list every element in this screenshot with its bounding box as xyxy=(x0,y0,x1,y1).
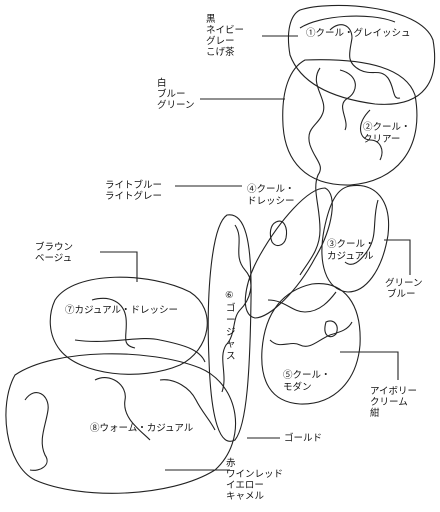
inner-line-6 xyxy=(344,199,379,265)
annotation-ivory-1: アイボリー xyxy=(370,386,417,397)
inner-line-11 xyxy=(74,338,206,363)
region-5-label-line2: モダン xyxy=(283,381,312,393)
annotation-gold: ゴールド xyxy=(284,432,322,444)
region-1-outline xyxy=(287,4,436,105)
inner-line-13 xyxy=(94,377,151,441)
region-6-label-1: ⑥ xyxy=(225,290,234,301)
region-3-label-line2: カジュアル xyxy=(327,251,374,262)
region-7-label: ⑦カジュアル・ドレッシー xyxy=(65,305,178,316)
inner-line-1 xyxy=(329,24,401,99)
region-6-label-2: ゴ xyxy=(226,302,236,314)
region-5-outline xyxy=(261,283,361,405)
leader-green-blue xyxy=(384,239,411,275)
leader-brown-group xyxy=(100,251,138,282)
annotation-white-2: ブルー xyxy=(157,88,186,100)
annotation-light-1: ライトブルー xyxy=(105,179,162,191)
annotation-brown-2: ベージュ xyxy=(35,253,72,264)
inner-line-8 xyxy=(269,321,353,347)
annotation-top-left-2: ネイビー xyxy=(206,25,244,36)
inner-line-9 xyxy=(221,224,252,393)
annotation-red-1: 赤 xyxy=(226,458,236,469)
annotation-top-left-3: グレー xyxy=(206,35,235,47)
inner-line-12 xyxy=(24,392,49,471)
region-2-label-line1: ②クール・ xyxy=(363,122,411,133)
region-3-outline xyxy=(321,184,390,293)
region-5-label-line1: ⑤クール・ xyxy=(283,370,331,381)
region-2-label-line2: クリアー xyxy=(363,134,400,145)
annotation-green-blue-1: グリーン xyxy=(385,277,423,289)
region-7-outline xyxy=(49,276,208,375)
region-1-label: ①クール・グレイッシュ xyxy=(306,27,411,39)
region-4-label-line2: ドレッシー xyxy=(247,196,295,207)
region-6-outline xyxy=(207,214,252,442)
region-4-label-line1: ④クール・ xyxy=(247,184,295,195)
inner-line-5 xyxy=(360,109,383,161)
annotation-light-2: ライトグレー xyxy=(105,190,162,202)
region-6-label-5: ャ xyxy=(226,339,236,350)
inner-line-14 xyxy=(159,379,216,431)
annotation-top-left-4: こげ茶 xyxy=(206,46,235,58)
inner-line-3 xyxy=(299,67,325,276)
region-4-outline xyxy=(244,187,333,319)
inner-line-4 xyxy=(339,69,356,131)
annotation-red-4: キャメル xyxy=(226,491,265,502)
inner-line-7 xyxy=(267,291,337,313)
inner-line-2 xyxy=(299,15,396,29)
region-6-label-6: ス xyxy=(226,351,236,362)
annotation-white-1: 白 xyxy=(157,77,167,89)
annotation-red-2: ワインレッド xyxy=(226,469,283,480)
region-8-label: ⑧ウォーム・カジュアル xyxy=(90,423,194,434)
inner-shape-small xyxy=(269,220,288,247)
annotation-white-3: グリーン xyxy=(157,99,195,111)
region-3-label-line1: ③クール・ xyxy=(327,239,375,250)
annotation-brown-1: ブラウン xyxy=(35,241,73,253)
leader-ivory-group xyxy=(340,351,399,380)
region-2-outline xyxy=(282,59,418,186)
annotation-red-3: イエロー xyxy=(226,480,264,491)
region-6-label-4: ジ xyxy=(226,327,236,338)
inner-line-10 xyxy=(91,297,136,349)
annotation-top-left-1: 黒 xyxy=(206,14,216,25)
annotation-ivory-2: クリーム xyxy=(370,397,408,408)
region-6-label-3: ー xyxy=(226,315,236,326)
annotation-green-blue-2: ブルー xyxy=(387,288,416,300)
annotation-ivory-3: 紺 xyxy=(370,407,380,419)
inner-shape-small-2 xyxy=(324,320,338,338)
